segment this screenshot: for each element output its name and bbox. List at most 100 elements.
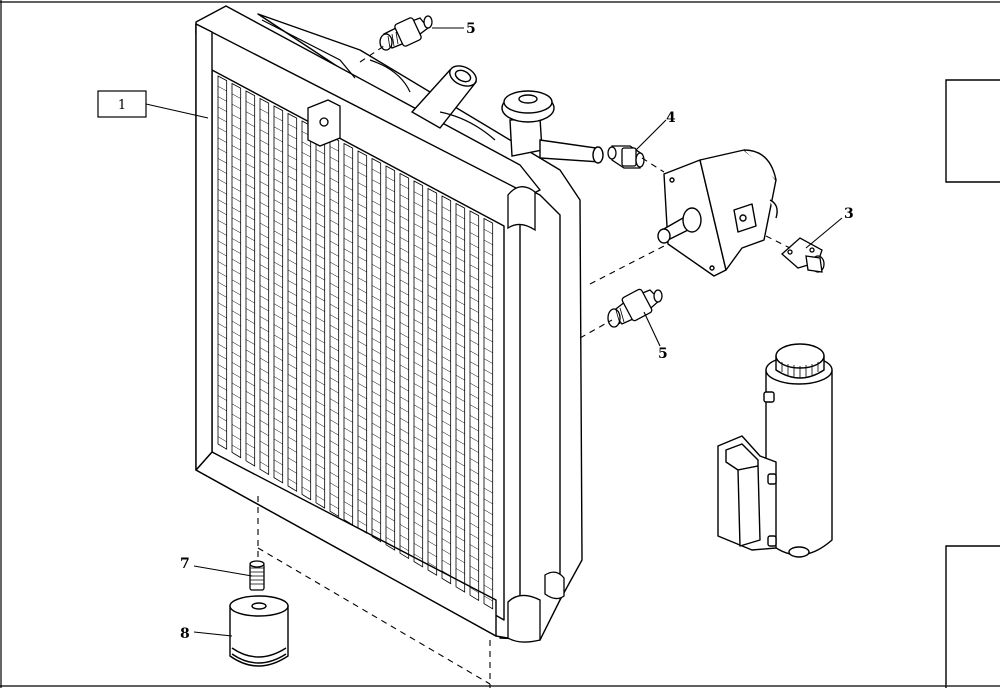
fin-rung <box>371 412 381 418</box>
fin-rung <box>329 345 339 352</box>
fin-rung <box>357 467 367 474</box>
fin-rung <box>315 254 325 260</box>
fin-rung <box>413 223 423 229</box>
fin-rung <box>399 524 409 530</box>
fin-rung <box>455 235 465 241</box>
fin-rung <box>217 158 227 164</box>
fin-rung <box>357 245 367 252</box>
fin-rung <box>455 525 465 531</box>
fin-rung <box>357 161 367 167</box>
fin-rung <box>357 266 367 273</box>
fin-rung <box>287 144 297 150</box>
fin-rung <box>371 168 381 174</box>
fin-rung <box>385 473 395 479</box>
fin-rung <box>343 311 353 318</box>
fin-rung <box>455 299 465 306</box>
fin-rung <box>385 218 395 224</box>
fin-rung <box>441 517 451 523</box>
fin-rung <box>441 570 451 577</box>
fin-rung <box>371 518 381 524</box>
fin-rung <box>441 431 451 437</box>
fin-rung <box>301 382 311 388</box>
fin-rung <box>343 195 353 202</box>
fin-rung <box>427 305 437 312</box>
fin-rung <box>231 413 241 420</box>
fin-rung <box>259 274 269 281</box>
fin-rung <box>217 106 227 112</box>
mounting-bracket <box>307 99 341 147</box>
callout-5-top: 5 <box>466 21 476 37</box>
fin-rung <box>217 281 227 288</box>
callout-1-box <box>97 90 147 118</box>
fin-rung <box>329 440 339 446</box>
fin-rung <box>301 246 311 252</box>
fin-rung <box>427 401 437 408</box>
fin-rung <box>343 216 353 223</box>
fin-rung <box>259 451 269 457</box>
fin-rung <box>385 186 395 193</box>
fin-rung <box>259 129 269 135</box>
fin-rung <box>441 313 451 319</box>
fin-rung <box>273 386 283 393</box>
fin-rung <box>301 434 311 440</box>
fin-rung <box>329 335 339 341</box>
fin-rung <box>357 150 367 156</box>
fin-rung <box>385 176 395 182</box>
fin-rung <box>441 227 451 234</box>
fin-rung <box>217 364 227 370</box>
fin-rung <box>343 280 353 286</box>
fin-rung <box>483 466 493 472</box>
hose <box>539 139 604 164</box>
fin-rung <box>343 185 353 191</box>
fin-rung <box>301 267 311 273</box>
fin-rung <box>315 264 325 270</box>
fin-rung <box>315 316 325 323</box>
fin-rung <box>329 272 339 278</box>
fin-rung <box>259 420 269 426</box>
fin-rung <box>413 276 423 282</box>
fin-rung <box>329 398 339 404</box>
fin-rung <box>273 199 283 205</box>
fin-rung <box>259 160 269 166</box>
fin-rung <box>259 150 269 156</box>
fin-rung <box>357 288 367 294</box>
fin-rung <box>455 428 465 435</box>
fin-rung <box>301 423 311 430</box>
fin-rung <box>357 456 367 463</box>
fin-rung <box>245 111 255 117</box>
fin-rung <box>371 274 381 280</box>
fin-rung <box>245 246 255 252</box>
fin-rung <box>483 563 493 569</box>
fin-rung <box>315 295 325 302</box>
fin-rung <box>385 494 395 501</box>
fin-rung <box>329 314 339 320</box>
fin-rung <box>399 545 409 552</box>
fin-rung <box>231 434 241 441</box>
fin-rung <box>427 508 437 515</box>
fin-rung <box>231 238 241 244</box>
fin-rung <box>217 209 227 216</box>
fin-rung <box>357 509 367 516</box>
fin-rung <box>469 221 479 227</box>
fin-rung <box>343 290 353 297</box>
fin-rung <box>455 407 465 413</box>
fin-rung <box>245 266 255 273</box>
fin-rung <box>287 290 297 296</box>
fin-rung <box>231 196 241 203</box>
fin-rung <box>287 457 297 464</box>
fin-rung <box>399 385 409 392</box>
fin-rung <box>245 152 255 159</box>
fin-rung <box>217 395 227 401</box>
fin-rung <box>287 405 297 411</box>
fin-rung <box>273 282 283 289</box>
fin-rung <box>329 251 339 257</box>
fin-rung <box>427 391 437 397</box>
fin-rung <box>301 162 311 168</box>
fin-rung <box>385 324 395 331</box>
fin-rung <box>399 237 409 243</box>
fin-rung <box>343 206 353 212</box>
fin-rung <box>385 452 395 458</box>
fin-rung <box>343 385 353 391</box>
fin-rung <box>259 202 269 208</box>
